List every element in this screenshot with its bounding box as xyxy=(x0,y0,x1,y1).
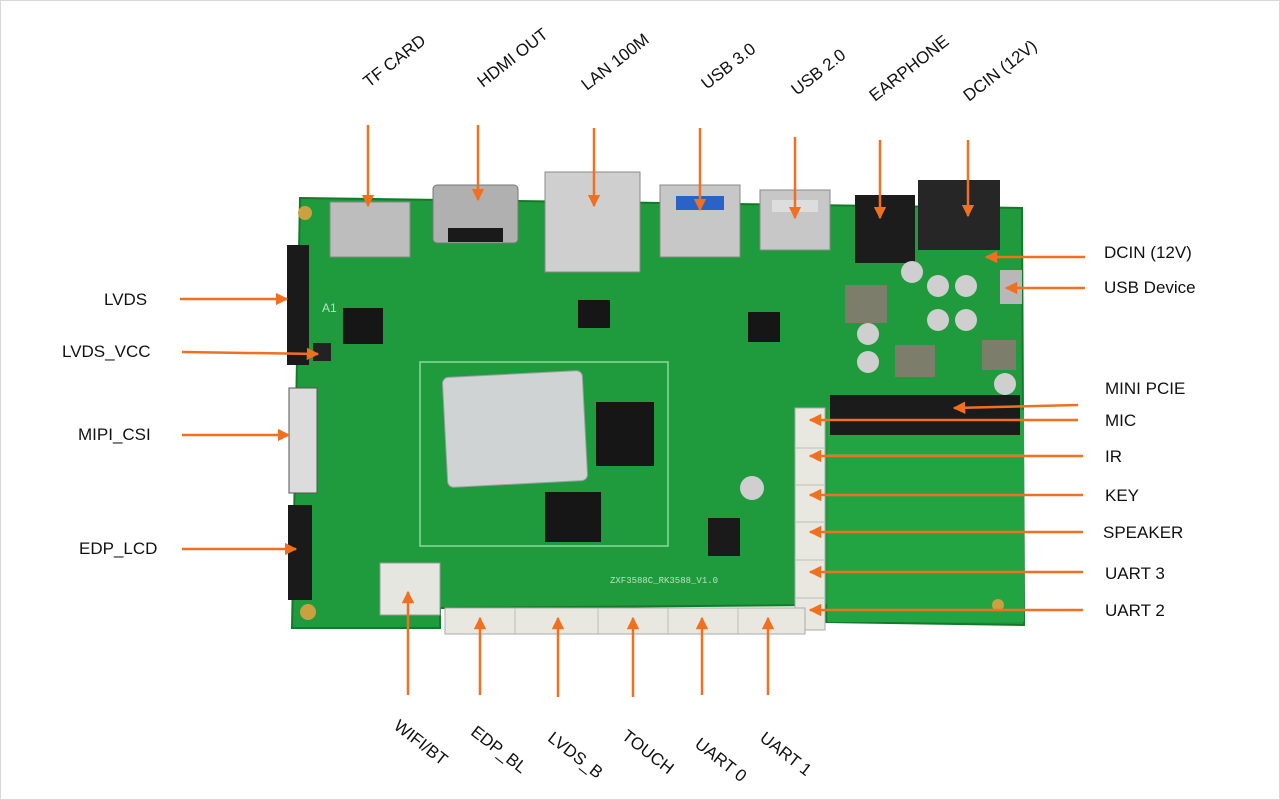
label-speaker: SPEAKER xyxy=(1103,523,1184,542)
bottom-connector-strip xyxy=(444,607,806,635)
board-silkscreen: ZXF3588C_RK3588_V1.0 xyxy=(610,576,718,586)
mount-hole xyxy=(300,604,316,620)
label-mipi-csi: MIPI_CSI xyxy=(78,425,151,444)
mipi-csi-connector xyxy=(288,387,318,494)
rk3588-heatspreader xyxy=(442,370,588,488)
ram-chip xyxy=(596,402,654,466)
lvds-vcc-jumper xyxy=(313,343,331,361)
label-mini-pcie: MINI PCIE xyxy=(1105,379,1186,398)
edp-lcd-header xyxy=(288,505,312,600)
label-uart-2: UART 2 xyxy=(1105,601,1165,620)
label-edp-lcd: EDP_LCD xyxy=(79,539,158,558)
lan-port xyxy=(544,171,641,273)
wifi-bt-module xyxy=(379,562,441,616)
label-lvds-vcc: LVDS_VCC xyxy=(62,342,151,361)
mount-hole xyxy=(298,206,312,220)
lvds-header xyxy=(287,245,309,365)
right-connector-strip xyxy=(794,407,826,631)
chip xyxy=(708,518,740,556)
dcin-jack xyxy=(918,180,1000,250)
chip xyxy=(578,300,610,328)
tf-card-slot xyxy=(329,201,411,258)
chip xyxy=(343,308,383,344)
som-outline xyxy=(419,361,669,547)
mini-pcie-slot xyxy=(830,395,1020,435)
emmc-chip xyxy=(545,492,601,542)
callout-arrows xyxy=(180,125,1085,697)
label-key: KEY xyxy=(1105,486,1140,505)
label-ir: IR xyxy=(1105,447,1122,466)
pin-marker: A1 xyxy=(322,301,337,315)
label-usb-device: USB Device xyxy=(1104,278,1196,297)
earphone-jack xyxy=(855,195,915,263)
mount-hole xyxy=(992,599,1004,611)
label-uart-3: UART 3 xyxy=(1105,564,1165,583)
chip xyxy=(748,312,780,342)
pcie-area xyxy=(828,410,1024,622)
label-lvds: LVDS xyxy=(104,290,148,309)
label-dcin-right: DCIN (12V) xyxy=(1104,243,1192,262)
label-mic: MIC xyxy=(1105,411,1137,430)
